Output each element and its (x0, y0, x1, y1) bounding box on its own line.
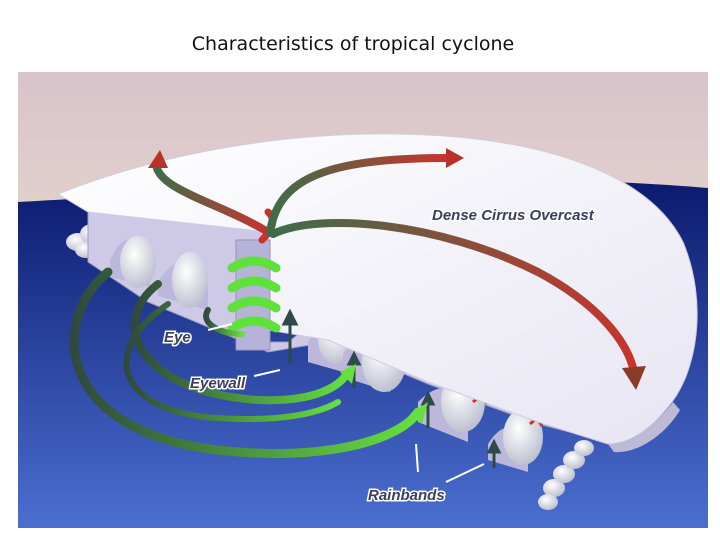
eyewall-updraft-spiral (227, 208, 281, 333)
label-eye: Eye (164, 329, 191, 346)
label-dense-cirrus-overcast: Dense Cirrus Overcast (432, 207, 595, 224)
label-pointers (207, 323, 485, 483)
label-rainbands: Rainbands (368, 487, 445, 504)
canopy-rim (608, 402, 680, 453)
outer-rainband-right (538, 440, 594, 510)
outflow-arrows (148, 148, 646, 390)
slide-title: Characteristics of tropical cyclone (191, 33, 515, 55)
label-eyewall: Eyewall (190, 375, 246, 392)
cyclone-diagram: Dense Cirrus Overcast Eye Eyewall Rainba… (18, 72, 708, 528)
updraft-arrows (281, 308, 502, 468)
inflow-arrows (69, 267, 428, 459)
